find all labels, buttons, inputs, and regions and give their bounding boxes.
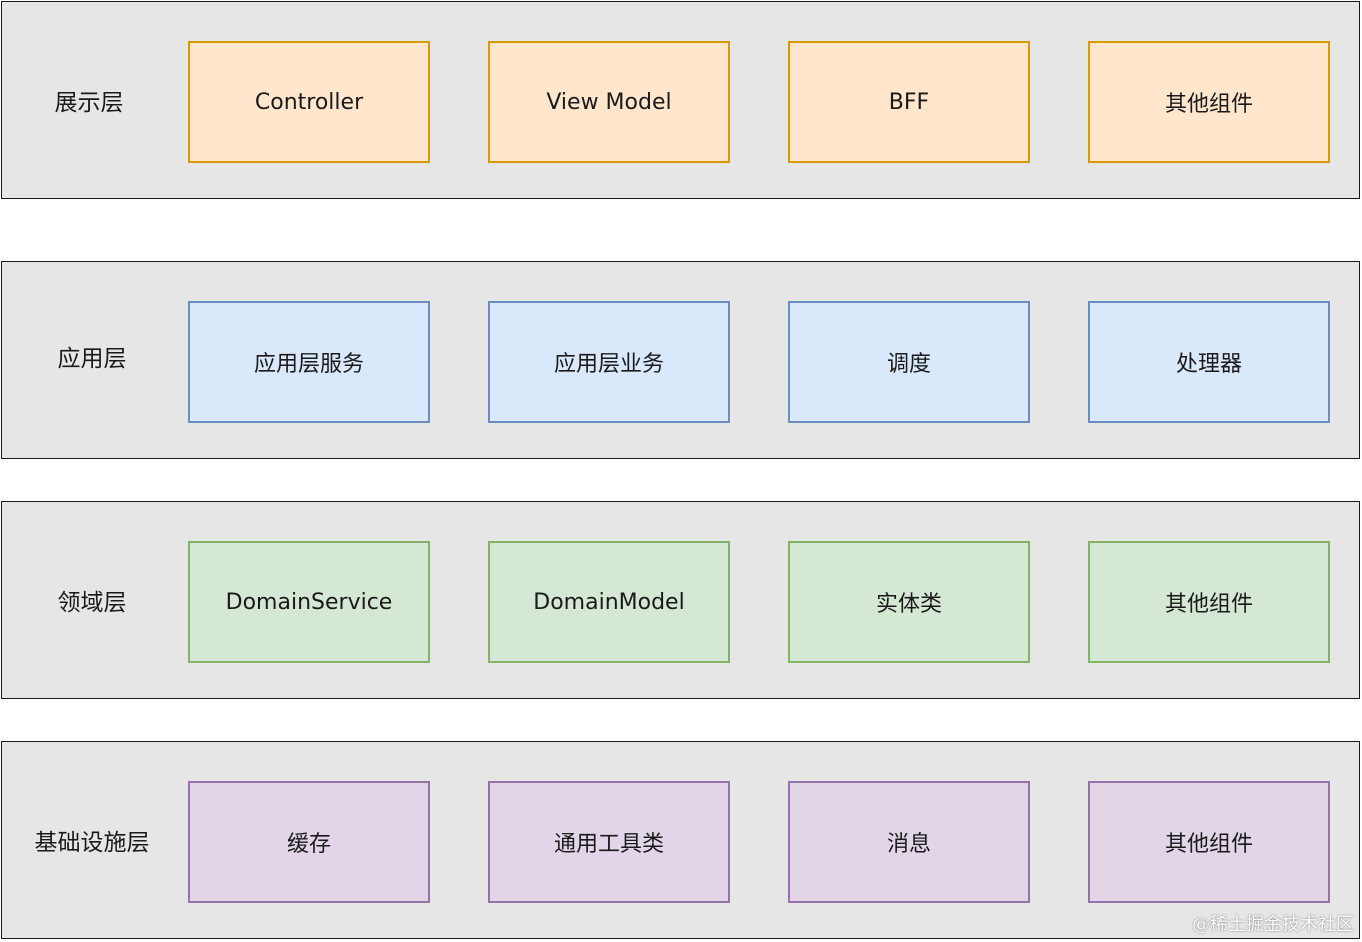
layer-label: 领域层 xyxy=(57,590,127,616)
component-box: 应用层服务 xyxy=(188,301,430,423)
component-box: 应用层业务 xyxy=(488,301,730,423)
component-box: Controller xyxy=(188,41,430,163)
component-box: 其他组件 xyxy=(1088,41,1330,163)
layer-presentation: 展示层 Controller View Model BFF 其他组件 xyxy=(1,1,1360,199)
layer-domain: 领域层 DomainService DomainModel 实体类 其他组件 xyxy=(1,501,1360,699)
component-box: 实体类 xyxy=(788,541,1030,663)
layer-label: 基础设施层 xyxy=(34,830,150,856)
component-box: 通用工具类 xyxy=(488,781,730,903)
component-box: 调度 xyxy=(788,301,1030,423)
layer-application: 应用层 应用层服务 应用层业务 调度 处理器 xyxy=(1,261,1360,459)
component-box: 其他组件 xyxy=(1088,781,1330,903)
watermark: @稀土掘金技术社区 xyxy=(1192,914,1354,935)
component-box: View Model xyxy=(488,41,730,163)
component-box: DomainModel xyxy=(488,541,730,663)
component-box: 其他组件 xyxy=(1088,541,1330,663)
component-box: DomainService xyxy=(188,541,430,663)
component-box: 消息 xyxy=(788,781,1030,903)
layer-label: 展示层 xyxy=(54,90,124,116)
layer-infrastructure: 基础设施层 缓存 通用工具类 消息 其他组件 xyxy=(1,741,1360,939)
component-box: 缓存 xyxy=(188,781,430,903)
layer-label: 应用层 xyxy=(57,346,127,372)
component-box: BFF xyxy=(788,41,1030,163)
component-box: 处理器 xyxy=(1088,301,1330,423)
